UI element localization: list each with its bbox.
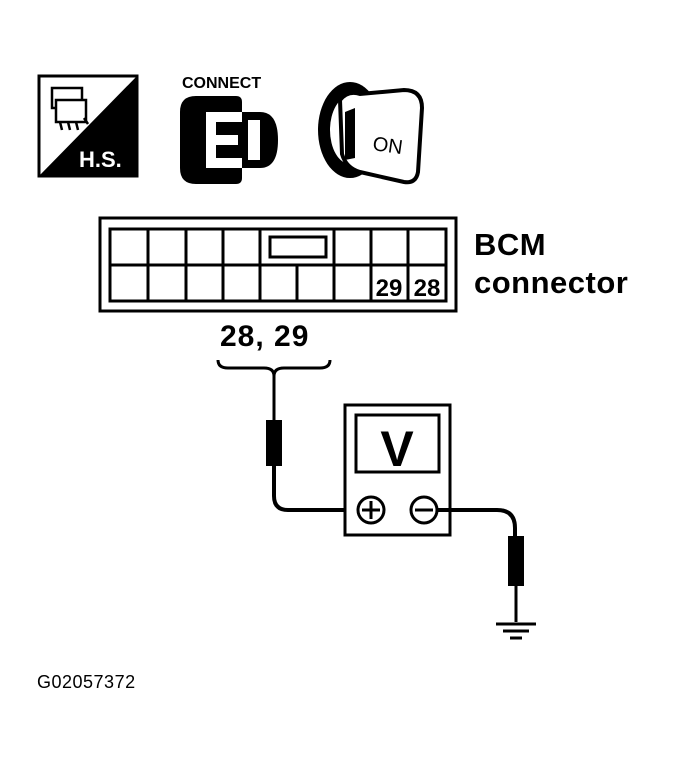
voltmeter-symbol: V <box>380 421 414 477</box>
connector-title: BCM connector <box>474 226 628 302</box>
voltmeter: V <box>343 403 452 537</box>
pin-range-label: 28, 29 <box>220 320 310 353</box>
positive-probe-lead <box>266 376 350 512</box>
ignition-key-icon: ON <box>318 82 425 185</box>
pin-28-label: 28 <box>414 275 441 302</box>
pin-bracket <box>216 359 332 377</box>
connector-title-line2: connector <box>474 265 629 300</box>
figure-id: G02057372 <box>37 672 136 692</box>
pin-29-label: 29 <box>376 275 403 302</box>
negative-probe-lead <box>437 508 524 622</box>
connect-icon-label: CONNECT <box>182 75 261 92</box>
harness-icon: H.S. <box>37 74 139 178</box>
connector-title-line1: BCM <box>474 227 547 262</box>
bcm-connector: 29 28 <box>98 216 458 313</box>
connect-icon: CONNECT <box>180 75 278 184</box>
harness-icon-label: H.S. <box>79 147 122 172</box>
ignition-on-label: ON <box>371 133 404 159</box>
ground-symbol <box>496 622 536 640</box>
